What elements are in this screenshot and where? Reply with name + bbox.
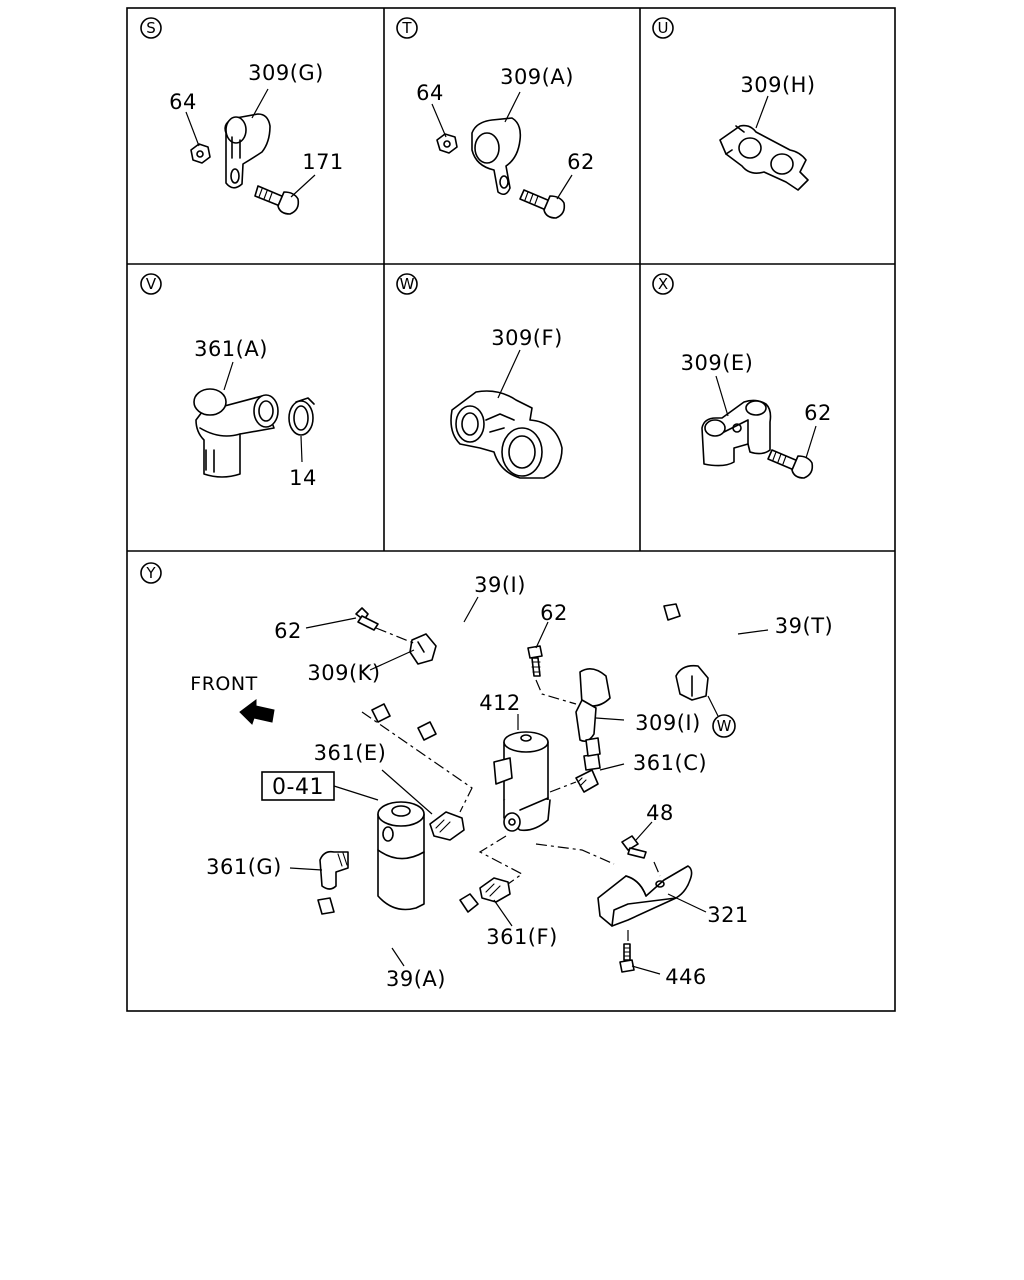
panel-t-marker: T [396, 17, 418, 39]
panel-y-marker: Y [140, 562, 162, 584]
bolt-62-t-drawing [519, 189, 566, 219]
pipe-39t-drawing [557, 593, 742, 742]
bolt-62-y-b-drawing [527, 645, 543, 677]
label-62-x: 62 [804, 401, 832, 425]
clamp-309h-drawing [719, 124, 809, 191]
fitting-361e-drawing [429, 811, 465, 841]
label-361f: 361(F) [486, 925, 558, 949]
label-446: 446 [665, 965, 707, 989]
label-62-y-b: 62 [540, 601, 568, 625]
panel-t: T 309(A) 64 62 [396, 17, 595, 219]
panel-u: U 309(H) [652, 17, 815, 191]
front-arrow-icon [239, 699, 275, 725]
ring-14-drawing [288, 397, 315, 436]
bolt-62-x-drawing [767, 449, 814, 479]
label-171: 171 [302, 150, 344, 174]
clamp-309a-drawing [471, 117, 522, 196]
label-309f: 309(F) [491, 326, 563, 350]
label-309e: 309(E) [681, 351, 754, 375]
label-321: 321 [707, 903, 749, 927]
clamp-309g-drawing [224, 113, 271, 189]
label-309i: 309(I) [635, 711, 701, 735]
panel-u-marker: U [652, 17, 674, 39]
label-361c: 361(C) [633, 751, 707, 775]
nut-64-drawing [190, 143, 211, 164]
panel-y-letter: Y [145, 564, 156, 582]
label-front: FRONT [190, 673, 257, 695]
dryer-412-drawing [493, 731, 551, 832]
pipe-39a-drawing [317, 893, 479, 955]
panel-v: V 361(A) 14 [140, 273, 317, 490]
label-361g: 361(G) [206, 855, 282, 879]
marker-w-letter: W [717, 717, 732, 735]
nut-64-t-drawing [436, 133, 458, 154]
panel-x-letter: X [658, 275, 668, 293]
clamp-309k-drawing [409, 633, 437, 665]
label-361a: 361(A) [194, 337, 268, 361]
panel-w-marker: W [396, 273, 418, 295]
label-412: 412 [479, 691, 521, 715]
bracket-321-drawing [597, 865, 693, 927]
panel-t-letter: T [401, 19, 412, 37]
panel-s-letter: S [146, 19, 156, 37]
label-64-s: 64 [169, 90, 197, 114]
pipe-39i-drawing [371, 610, 495, 741]
clamp-309f-drawing [450, 390, 563, 479]
label-39t: 39(T) [775, 614, 833, 638]
panel-w-letter: W [400, 275, 415, 293]
label-041: 0-41 [272, 775, 324, 800]
diagram-frame [126, 7, 896, 1012]
fitting-361c-drawing [575, 737, 601, 793]
panel-x-marker: X [652, 273, 674, 295]
label-62-t: 62 [567, 150, 595, 174]
fitting-361g-drawing [319, 850, 349, 890]
label-309k: 309(K) [307, 661, 380, 685]
label-361e: 361(E) [314, 741, 387, 765]
clamp-309e-drawing [701, 399, 772, 467]
fitting-361a-drawing [193, 388, 279, 478]
panel-x: X 309(E) 62 [652, 273, 832, 479]
label-309a: 309(A) [500, 65, 574, 89]
label-309g: 309(G) [248, 61, 324, 85]
receiver-drier-drawing [377, 801, 425, 911]
marker-w: W [712, 714, 736, 738]
front-arrow: FRONT [190, 673, 275, 725]
label-48: 48 [646, 801, 674, 825]
fitting-361f-drawing [479, 877, 511, 903]
panel-s: S 309(G) 64 171 [140, 17, 344, 215]
clamp-309i-drawing [675, 664, 709, 701]
label-64-t: 64 [416, 81, 444, 105]
label-62-y-a: 62 [274, 619, 302, 643]
panel-u-letter: U [658, 19, 669, 37]
label-39a: 39(A) [386, 967, 446, 991]
bolt-171-drawing [254, 185, 300, 215]
label-39i: 39(I) [474, 573, 526, 597]
panel-v-marker: V [140, 273, 162, 295]
bolt-446-drawing [619, 943, 635, 973]
label-309h: 309(H) [740, 73, 815, 97]
panel-s-marker: S [140, 17, 162, 39]
label-14: 14 [289, 466, 317, 490]
panel-w: W 309(F) [396, 273, 563, 479]
panel-v-letter: V [146, 275, 157, 293]
bolt-48-drawing [621, 835, 647, 859]
panel-y: Y FRONT [140, 562, 833, 991]
bolt-62-y-a-drawing [355, 607, 379, 631]
